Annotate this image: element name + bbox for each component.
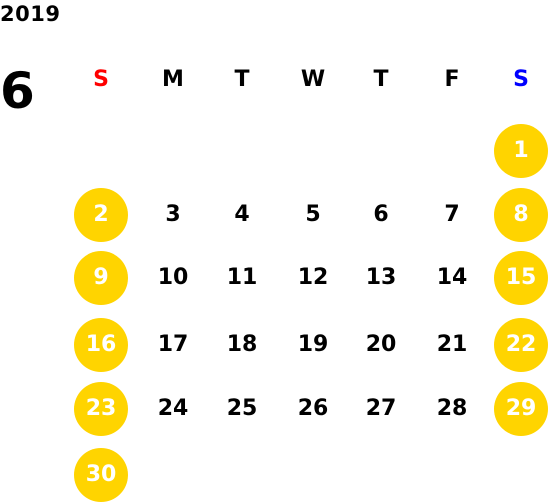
calendar-day[interactable]: 3 xyxy=(165,202,181,227)
calendar-day[interactable]: 5 xyxy=(305,202,321,227)
weekday-label-tue: T xyxy=(234,67,250,92)
calendar-day[interactable]: 11 xyxy=(226,265,258,290)
calendar-day[interactable]: 19 xyxy=(297,332,329,357)
calendar-day[interactable]: 14 xyxy=(436,265,468,290)
year-label: 2019 xyxy=(0,2,61,26)
calendar-day-highlighted[interactable]: 9 xyxy=(74,251,128,305)
calendar-day[interactable]: 27 xyxy=(365,396,397,421)
calendar-day-highlighted[interactable]: 22 xyxy=(494,318,548,372)
calendar-day[interactable]: 4 xyxy=(234,202,250,227)
calendar-day-highlighted[interactable]: 16 xyxy=(74,318,128,372)
calendar-day[interactable]: 10 xyxy=(157,265,189,290)
calendar-day[interactable]: 12 xyxy=(297,265,329,290)
calendar-day[interactable]: 7 xyxy=(444,202,460,227)
calendar-day-highlighted[interactable]: 30 xyxy=(74,448,128,502)
month-number: 6 xyxy=(0,62,35,120)
weekday-label-mon: M xyxy=(162,67,184,92)
calendar-day[interactable]: 26 xyxy=(297,396,329,421)
calendar-day[interactable]: 18 xyxy=(226,332,258,357)
calendar-day[interactable]: 13 xyxy=(365,265,397,290)
calendar-day[interactable]: 25 xyxy=(226,396,258,421)
weekday-label-thu: T xyxy=(373,67,389,92)
calendar-day-highlighted[interactable]: 2 xyxy=(74,188,128,242)
calendar-day[interactable]: 24 xyxy=(157,396,189,421)
calendar-day-highlighted[interactable]: 8 xyxy=(494,188,548,242)
calendar-day[interactable]: 6 xyxy=(373,202,389,227)
calendar-day[interactable]: 17 xyxy=(157,332,189,357)
calendar-day-highlighted[interactable]: 29 xyxy=(494,382,548,436)
weekday-label-sat: S xyxy=(513,67,529,92)
calendar-day[interactable]: 28 xyxy=(436,396,468,421)
weekday-label-wed: W xyxy=(300,67,326,92)
calendar-day-highlighted[interactable]: 15 xyxy=(494,251,548,305)
weekday-label-sun: S xyxy=(93,67,109,92)
calendar-day-highlighted[interactable]: 1 xyxy=(494,124,548,178)
calendar-day-highlighted[interactable]: 23 xyxy=(74,382,128,436)
calendar-day[interactable]: 20 xyxy=(365,332,397,357)
weekday-label-fri: F xyxy=(444,67,460,92)
calendar-day[interactable]: 21 xyxy=(436,332,468,357)
